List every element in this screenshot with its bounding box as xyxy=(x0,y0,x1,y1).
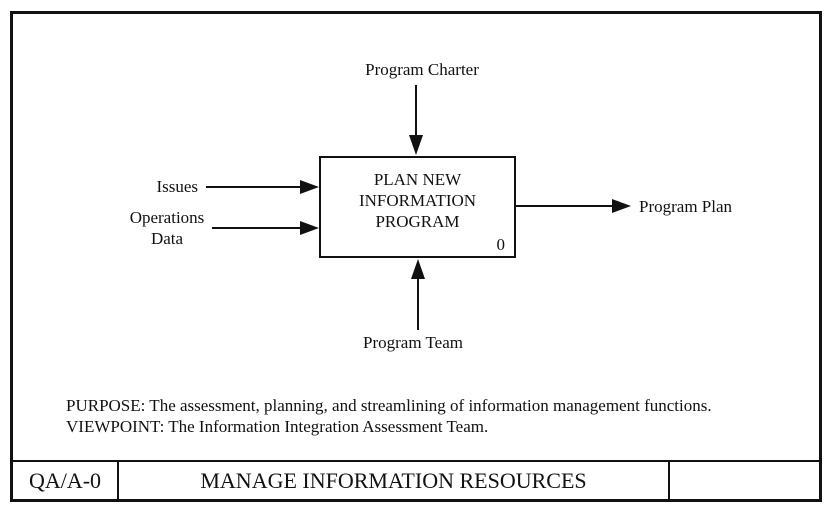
purpose-note: PURPOSE: The assessment, planning, and s… xyxy=(66,396,712,415)
diagram-border-frame: QA/A-0 MANAGE INFORMATION RESOURCES xyxy=(10,11,822,502)
diagram-number-cell xyxy=(670,462,819,499)
activity-title-line-2: INFORMATION xyxy=(358,191,477,210)
activity-title-line-3: PROGRAM xyxy=(375,212,460,231)
activity-box-title: PLAN NEW INFORMATION PROGRAM xyxy=(321,158,514,232)
label-issues: Issues xyxy=(156,177,198,196)
node-reference-cell: QA/A-0 xyxy=(13,462,119,499)
label-operations-data-line-1: Operations xyxy=(129,208,205,227)
label-program-team: Program Team xyxy=(363,333,463,352)
label-program-plan: Program Plan xyxy=(639,197,733,216)
diagram-title-cell: MANAGE INFORMATION RESOURCES xyxy=(119,462,670,499)
title-bar: QA/A-0 MANAGE INFORMATION RESOURCES xyxy=(13,460,819,499)
label-operations-data-line-2: Data xyxy=(150,229,184,248)
label-operations-data: Operations Data xyxy=(107,207,227,249)
label-program-charter: Program Charter xyxy=(365,60,479,79)
activity-box: PLAN NEW INFORMATION PROGRAM 0 xyxy=(319,156,516,258)
node-reference-text: QA/A-0 xyxy=(28,467,102,493)
activity-node-number: 0 xyxy=(496,235,506,254)
activity-title-line-1: PLAN NEW xyxy=(373,170,462,189)
diagram-title-text: MANAGE INFORMATION RESOURCES xyxy=(200,467,587,493)
viewpoint-note: VIEWPOINT: The Information Integration A… xyxy=(66,417,489,436)
